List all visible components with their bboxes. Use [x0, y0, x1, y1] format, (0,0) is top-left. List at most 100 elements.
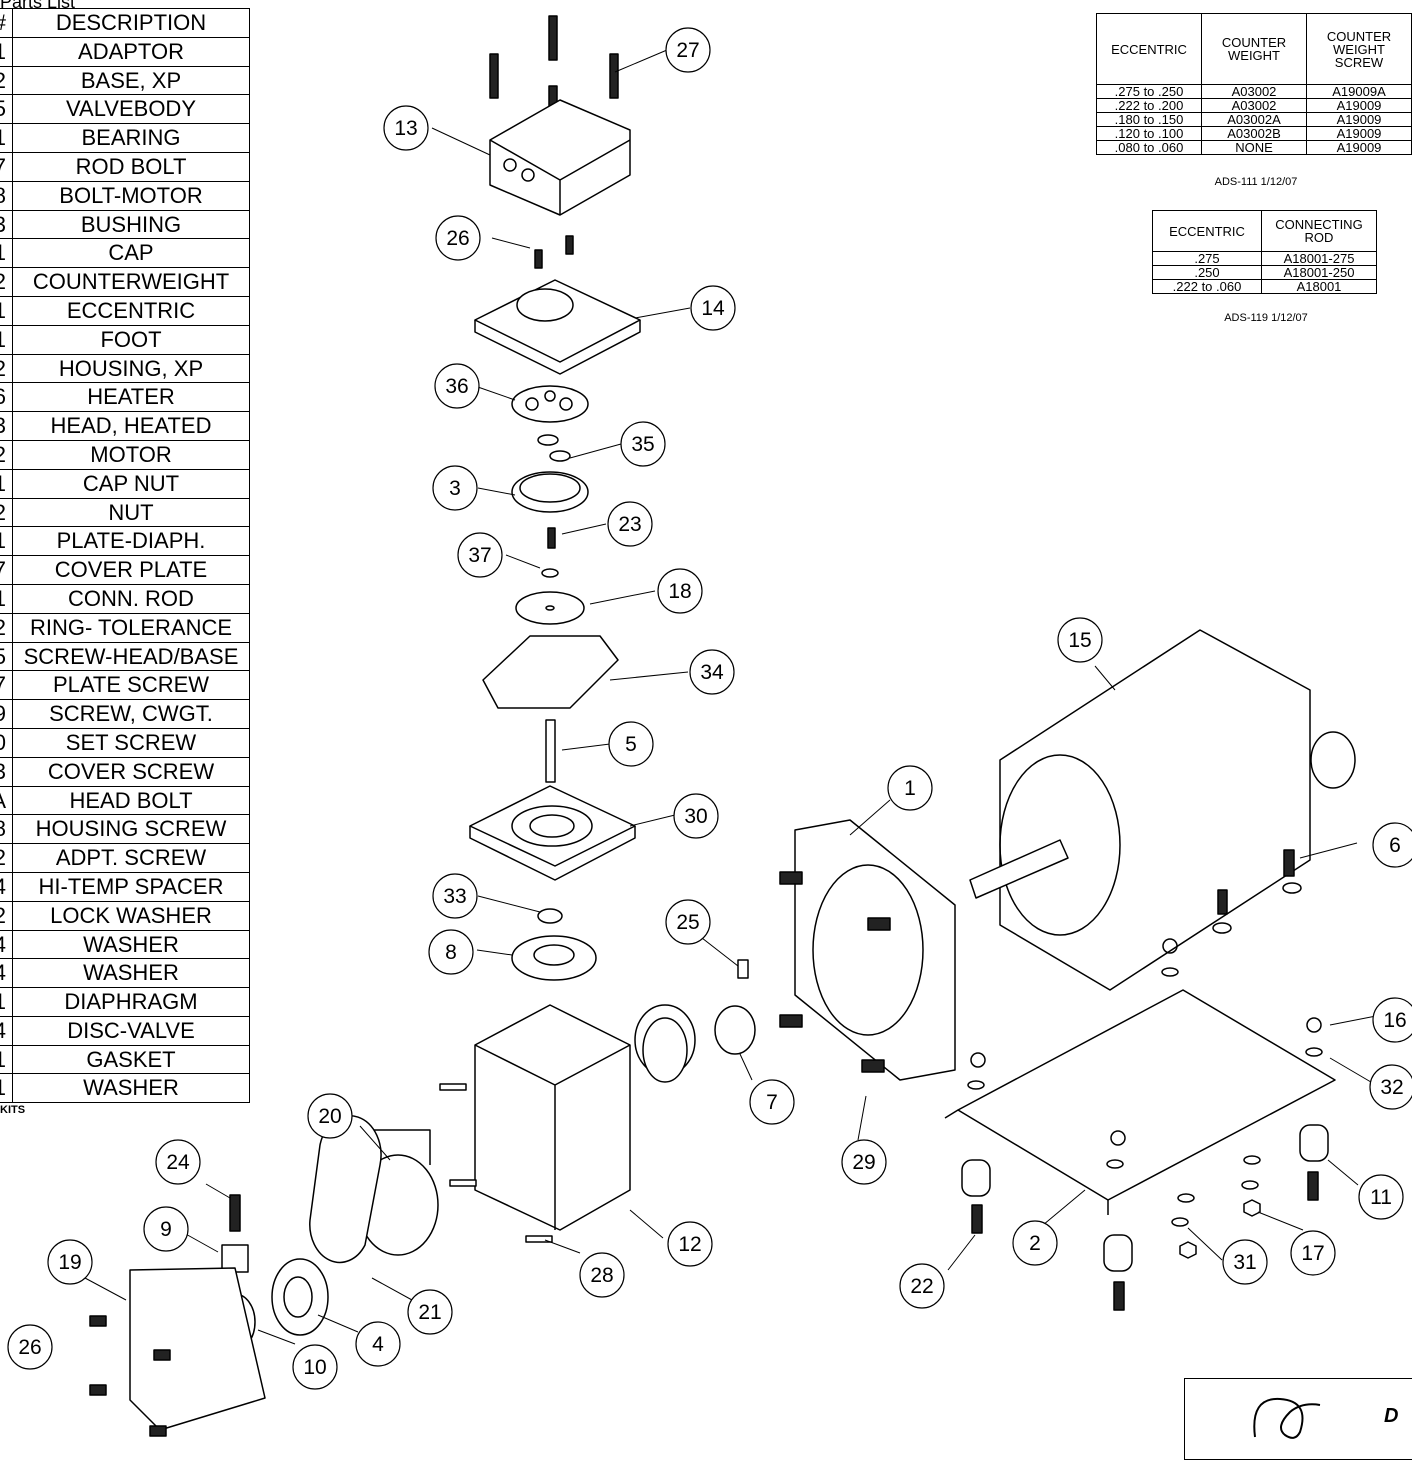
part-description-cell: NUT — [12, 497, 250, 528]
counterweight-table-cell: A19009 — [1306, 140, 1412, 155]
callout-number: 26 — [18, 1336, 41, 1359]
foot-part — [961, 1159, 991, 1197]
callout-number: 36 — [445, 375, 468, 398]
part-description-cell: HEAD, HEATED — [12, 411, 250, 441]
parts-list-row: 09SCREW, CWGT. — [0, 699, 250, 729]
bushing-part — [714, 1005, 756, 1055]
connecting-rod-table-cell: .222 to .060 — [1152, 279, 1262, 294]
callout-bubble — [1057, 617, 1103, 663]
part-description-cell: PLATE SCREW — [12, 670, 250, 701]
callout-bubble — [673, 793, 719, 839]
part-description-cell: BOLT-MOTOR — [12, 180, 250, 211]
callout-bubble — [432, 465, 478, 511]
connecting-rod-table-cell: A18001-275 — [1261, 251, 1377, 266]
parts-list-row: 01PLATE-DIAPH. — [0, 526, 250, 557]
counter-weight-screw-header: COUNTER WEIGHT SCREW — [1306, 13, 1412, 85]
callout-number: 4 — [372, 1333, 384, 1356]
counterweight-part — [221, 1244, 249, 1273]
callout-bubble — [1358, 1174, 1404, 1220]
callout-bubble — [407, 1289, 453, 1335]
callout-number: 13 — [394, 117, 417, 140]
callout-number: 34 — [700, 661, 724, 684]
connecting-rod-table-note: ADS-119 1/12/07 — [1224, 312, 1308, 324]
callout-bubble — [7, 1324, 53, 1370]
parts-list-row: 01CONN. ROD — [0, 583, 250, 614]
connecting-rod-table-cell: A18001-250 — [1261, 265, 1377, 280]
housing-xp-part — [474, 1004, 631, 1231]
parts-list-row: 22ADPT. SCREW — [0, 843, 250, 873]
part-description-cell: ADAPTOR — [12, 36, 250, 67]
callout-number: 30 — [684, 805, 707, 828]
counterweight-table-cell: .275 to .250 — [1096, 84, 1202, 99]
callout-bubble — [608, 721, 654, 767]
callout-bubble — [841, 1139, 887, 1185]
callout-number: 24 — [166, 1151, 190, 1174]
parts-list-row: 02RING- TOLERANCE — [0, 612, 250, 643]
part-description-cell: WASHER — [12, 1073, 250, 1104]
parts-list-row: 7AHEAD BOLT — [0, 785, 250, 816]
part-description-cell: COUNTERWEIGHT — [12, 267, 250, 297]
callout-number: 25 — [676, 911, 699, 934]
parts-list-row: 07PLATE SCREW — [0, 670, 250, 701]
callout-number: 35 — [631, 433, 654, 456]
callout-number: 32 — [1380, 1076, 1403, 1099]
gasket-part — [511, 385, 589, 423]
connecting-rod-header: CONNECTING ROD — [1261, 210, 1377, 252]
callout-bubble — [665, 899, 711, 945]
part-description-cell: CONN. ROD — [12, 583, 250, 614]
part-description-cell: HEAD BOLT — [12, 785, 250, 816]
parts-list-row: 02COUNTERWEIGHT — [0, 267, 250, 297]
counterweight-table-cell: A19009 — [1306, 98, 1412, 113]
part-description-cell: MOTOR — [12, 439, 250, 470]
callout-number: 10 — [303, 1356, 326, 1379]
callout-number: 6 — [1389, 834, 1401, 857]
part-description-cell: ADPT. SCREW — [12, 843, 250, 873]
part-description-cell: DISC-VALVE — [12, 1015, 250, 1046]
valvebody-part — [511, 471, 589, 513]
callout-bubble — [292, 1344, 338, 1390]
parts-list-row: 3COVER SCREW — [0, 756, 250, 787]
parts-list-row: 7ROD BOLT — [0, 151, 250, 182]
callout-bubble — [432, 873, 478, 919]
callout-bubble — [143, 1206, 189, 1252]
parts-list-row: 02LOCK WASHER — [0, 900, 250, 931]
callout-bubble — [887, 765, 933, 811]
callout-number: 11 — [1370, 1186, 1392, 1209]
callout-bubble — [155, 1139, 201, 1185]
part-description-cell: SET SCREW — [12, 727, 250, 758]
callout-number: 9 — [160, 1218, 172, 1241]
parts-list-row: 14WASHER — [0, 958, 250, 989]
plate-diaph-part — [515, 591, 585, 625]
callout-number: 27 — [676, 39, 699, 62]
foot-part — [1299, 1124, 1329, 1162]
title-block-text: D — [1384, 1405, 1399, 1427]
part-description-cell: VALVEBODY — [12, 94, 250, 125]
part-description-cell: PLATE-DIAPH. — [12, 526, 250, 557]
bearing-part — [271, 1258, 329, 1336]
parts-list-row: 33HEAD, HEATED — [0, 411, 250, 441]
part-description-cell: HOUSING SCREW — [12, 814, 250, 845]
callout-number: 16 — [1383, 1009, 1406, 1032]
head-bolt-part — [609, 53, 619, 99]
part-description-cell: SCREW-HEAD/BASE — [12, 641, 250, 672]
conn-rod-part — [469, 785, 636, 867]
callout-bubble — [657, 568, 703, 614]
part-description-cell: SCREW, CWGT. — [12, 699, 250, 729]
kits-note: KITS — [0, 1104, 26, 1116]
part-description-cell: GASKET — [12, 1044, 250, 1075]
parts-list-row: 05VALVEBODY — [0, 94, 250, 125]
head-bolt-part — [489, 53, 499, 99]
bearing-part — [642, 1017, 688, 1083]
parts-list-row: 05SCREW-HEAD/BASE — [0, 641, 250, 672]
callout-number: 15 — [1068, 629, 1091, 652]
callout-bubble — [690, 285, 736, 331]
counterweight-table: ECCENTRIC COUNTER WEIGHT COUNTER WEIGHT … — [1096, 13, 1412, 155]
callout-bubble — [1372, 822, 1412, 868]
callout-bubble — [307, 1093, 353, 1139]
diaphragm-part — [511, 935, 597, 981]
